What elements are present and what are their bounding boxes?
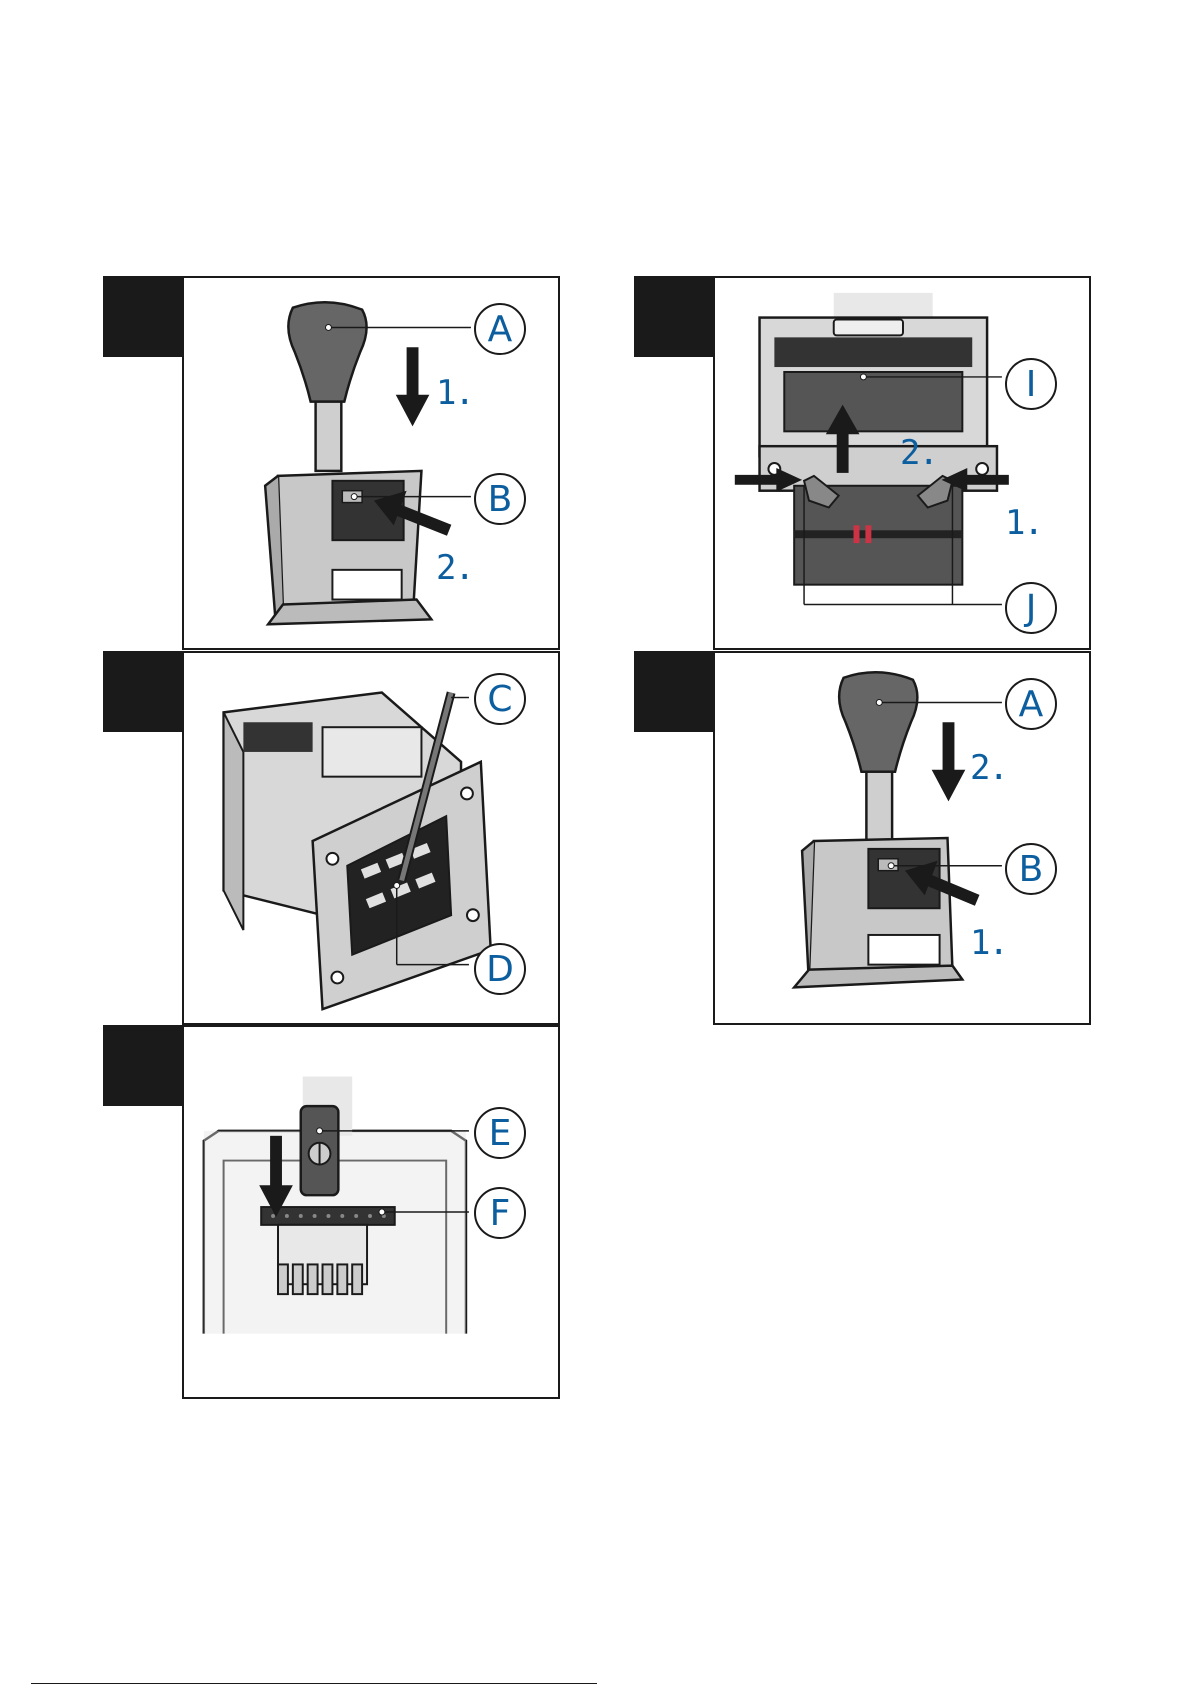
panel-3: E F bbox=[182, 1025, 560, 1399]
step-2-label: 2. bbox=[970, 748, 1007, 788]
panel-4-tab bbox=[634, 276, 715, 357]
panel-1-tab bbox=[103, 276, 184, 357]
step-1-label: 1. bbox=[436, 373, 473, 413]
callout-b: B bbox=[474, 473, 526, 525]
panel-2: C D bbox=[182, 651, 560, 1025]
panel-2-tab bbox=[103, 651, 184, 732]
footer-rule bbox=[31, 1683, 597, 1684]
callout-a: A bbox=[1005, 678, 1057, 730]
panel-4: I 2. 1. J bbox=[713, 276, 1091, 650]
callout-e: E bbox=[474, 1107, 526, 1159]
callout-f: F bbox=[474, 1187, 526, 1239]
step-2-label: 2. bbox=[436, 548, 473, 588]
panel-3-tab bbox=[103, 1025, 184, 1106]
step-1-label: 1. bbox=[1005, 503, 1042, 543]
callout-j: J bbox=[1005, 582, 1057, 634]
callout-a: A bbox=[474, 303, 526, 355]
callout-c: C bbox=[474, 673, 526, 725]
panel-5: A 2. B 1. bbox=[713, 651, 1091, 1025]
callout-i: I bbox=[1005, 358, 1057, 410]
step-1-label: 1. bbox=[970, 923, 1007, 963]
callout-b: B bbox=[1005, 843, 1057, 895]
panel-1: A 1. B 2. bbox=[182, 276, 560, 650]
callout-d: D bbox=[474, 943, 526, 995]
step-2-label: 2. bbox=[900, 433, 937, 473]
panel-5-tab bbox=[634, 651, 715, 732]
